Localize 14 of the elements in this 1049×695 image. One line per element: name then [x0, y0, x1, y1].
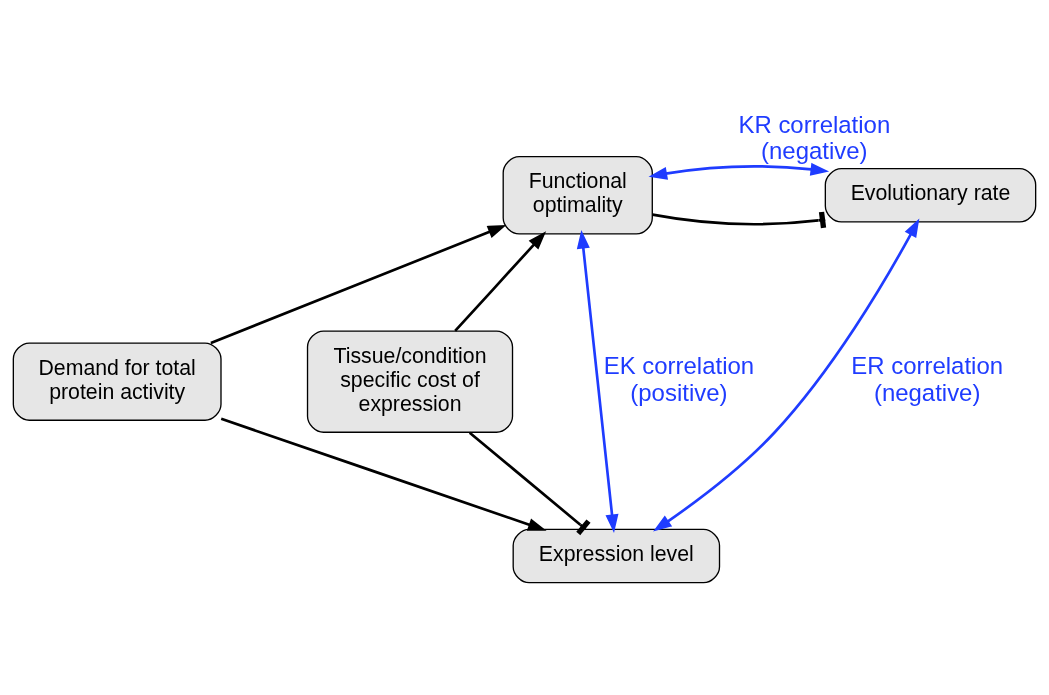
arrow [576, 229, 619, 533]
edge-label: EK correlation (positive) [603, 351, 755, 406]
node-box: Expression level [512, 528, 721, 583]
edge-label: ER correlation (negative) [851, 351, 1004, 406]
edge-label: KR correlation (negative) [738, 109, 891, 164]
node-box: Tissue/condition specific cost of expression [306, 329, 514, 433]
arrow [648, 162, 830, 180]
arrow [210, 224, 507, 344]
node-box: Evolutionary rate [824, 167, 1037, 223]
node-box: Demand for total protein activity [12, 341, 222, 421]
node-box: Functional optimality [502, 155, 653, 235]
connector [468, 431, 591, 535]
arrow [220, 417, 547, 531]
arrow [454, 230, 547, 332]
